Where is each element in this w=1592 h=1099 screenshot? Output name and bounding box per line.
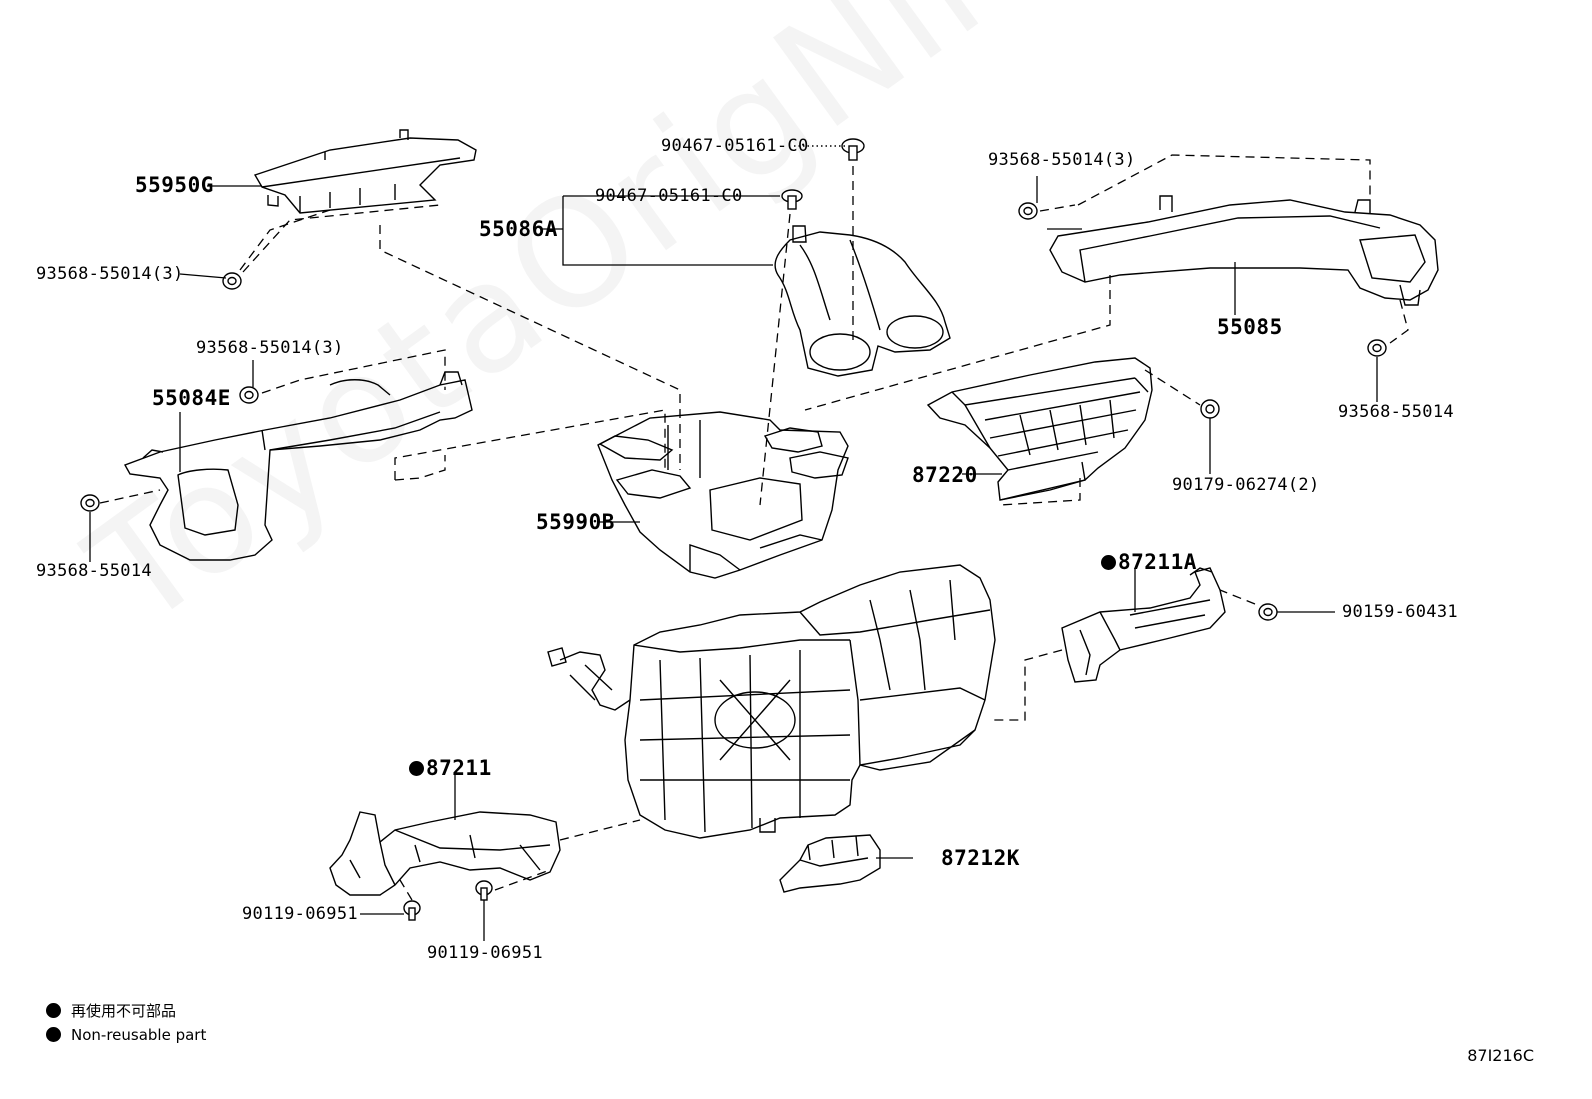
legend-non-reusable-jp: 再使用不可部品	[46, 1000, 176, 1021]
label-55990B: 55990B	[536, 510, 615, 534]
part-87211A-shape	[1061, 567, 1226, 683]
label-55084E: 55084E	[152, 386, 231, 410]
part-55084E-shape	[123, 371, 473, 561]
legend-non-reusable-en: Non-reusable part	[46, 1026, 206, 1044]
label-90179-06274-2: 90179-06274(2)	[1172, 475, 1320, 495]
label-55086A: 55086A	[479, 217, 558, 241]
label-93568-55014-3-top-right: 93568-55014(3)	[988, 150, 1136, 170]
part-55086A-shape	[774, 225, 951, 377]
part-55950G-shape	[253, 129, 477, 214]
label-87212K: 87212K	[941, 846, 1020, 870]
label-87220: 87220	[912, 463, 978, 487]
label-87211: 87211	[409, 758, 492, 779]
diagram-code: 87I216C	[1467, 1046, 1534, 1065]
part-87211-shape	[329, 811, 561, 896]
dashed-connectors	[99, 145, 1409, 901]
label-90119-06951-a: 90119-06951	[242, 904, 358, 924]
label-90119-06951-b: 90119-06951	[427, 943, 543, 963]
part-87212K-shape	[779, 834, 881, 893]
non-reusable-marker-icon	[46, 1027, 61, 1042]
label-55085: 55085	[1217, 315, 1283, 339]
non-reusable-marker-icon	[46, 1003, 61, 1018]
label-93568-55014-3-mid-left: 93568-55014(3)	[196, 338, 344, 358]
legend-text-en: Non-reusable part	[71, 1026, 207, 1044]
label-93568-55014-3-top-left: 93568-55014(3)	[36, 264, 184, 284]
label-90467-05161-c0-b: 90467-05161-C0	[595, 186, 743, 206]
part-55990B-shape	[597, 411, 849, 579]
part-55085-shape	[1049, 195, 1439, 306]
label-55950G: 55950G	[135, 173, 214, 197]
label-87211A: 87211A	[1101, 552, 1197, 573]
label-90159-60431: 90159-60431	[1342, 602, 1458, 622]
leader-lines	[89, 176, 1378, 941]
fastener-shapes	[80, 138, 1387, 921]
label-93568-55014-low-left: 93568-55014	[36, 561, 152, 581]
part-hvac-unit-shape	[547, 564, 996, 839]
part-87220-shape	[926, 357, 1153, 501]
label-93568-55014-right: 93568-55014	[1338, 402, 1454, 422]
label-90467-05161-c0-a: 90467-05161-C0	[661, 136, 809, 156]
legend-text-jp: 再使用不可部品	[71, 1002, 177, 1020]
